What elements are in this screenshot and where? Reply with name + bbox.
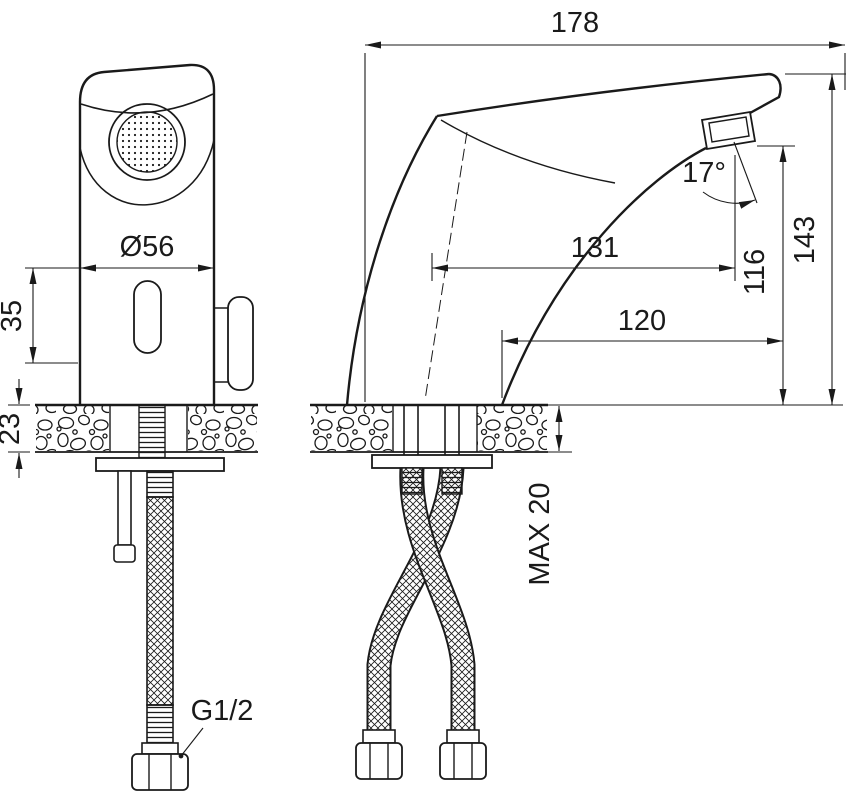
label-overall-depth: 178 [551,7,599,39]
hose-corrugation-bottom [146,704,174,744]
spout-front-edge [500,146,707,406]
threaded-shank [138,404,166,459]
hose-braid-section [146,496,174,706]
side-view [310,41,846,780]
mounting-washer-side [371,454,493,469]
counter-hatch-left [311,406,393,451]
supply-hose-front [131,470,189,791]
hose-collar [141,742,179,755]
hose-nut-body [439,742,487,780]
spout-top-edge [436,72,770,118]
dim-sensor-offset [25,268,78,364]
hose-nut-left [355,742,403,780]
dim-outlet-height [757,145,795,405]
supply-hose-left [399,467,476,730]
side-handle [227,296,254,391]
dim-upper-reach [431,155,736,281]
mounting-stud [117,470,132,546]
angle-reference-line [733,141,758,204]
supply-hose-right [366,466,465,730]
head-shell-curve [79,139,215,206]
front-view [8,63,258,791]
aerator-insert [708,116,750,143]
counter-hatch-right [477,406,547,451]
counter-hatch-left [36,406,109,451]
hose-collar-left [362,729,396,744]
hose-nut-right [439,742,487,780]
label-aerator-diameter: Ø56 [120,231,175,263]
aerator-ring [108,103,186,181]
sensor-window [133,280,162,354]
hose-braid [368,467,463,730]
dim-deck-thickness-front [8,379,30,478]
leader-line [180,727,204,757]
mounting-washer [95,457,225,472]
thread-callout-leader [178,727,204,759]
hose-braid [401,467,474,730]
leader-dot [178,753,184,759]
body-centerline [424,131,468,401]
label-spout-angle: 17° [682,157,726,189]
angle-callout [702,141,758,209]
hose-nut-body [355,742,403,780]
angle-arc [702,191,756,209]
hose-corrugation-top [146,470,174,498]
hose-nut [131,753,189,791]
hose-nut-body [131,753,189,791]
label-upper-reach: 131 [571,232,619,264]
label-overall-height: 143 [789,216,821,264]
spout-back-edge [345,115,439,406]
dim-overall-height [785,73,846,405]
dim-lower-reach [501,330,783,398]
aerator-mesh [116,111,178,173]
faucet-body-outline [78,63,216,405]
spout-nose [749,72,782,115]
stud-foot [113,544,136,563]
dim-overall-depth [364,41,846,402]
aerator-housing [700,110,757,151]
countertop-side [310,403,843,453]
hose-corrugation-top-left [401,467,423,495]
dimension-labels: Ø56 35 23 G1/2 178 17° 131 120 116 143 M… [0,7,821,727]
handle-connector [214,307,228,383]
countertop-front [35,403,258,453]
label-max-deck: MAX 20 [524,482,556,585]
label-lower-reach: 120 [618,305,666,337]
drawing-lines [8,41,846,791]
label-sensor-offset: 35 [0,300,28,332]
label-outlet-height: 116 [739,249,771,295]
hose-corrugation-top-right [441,467,463,495]
label-deck-thickness: 23 [0,413,26,445]
body-seam [440,119,616,184]
hose-collar-right [446,729,480,744]
label-hose-thread: G1/2 [191,695,254,727]
counter-hatch-right [188,406,257,451]
